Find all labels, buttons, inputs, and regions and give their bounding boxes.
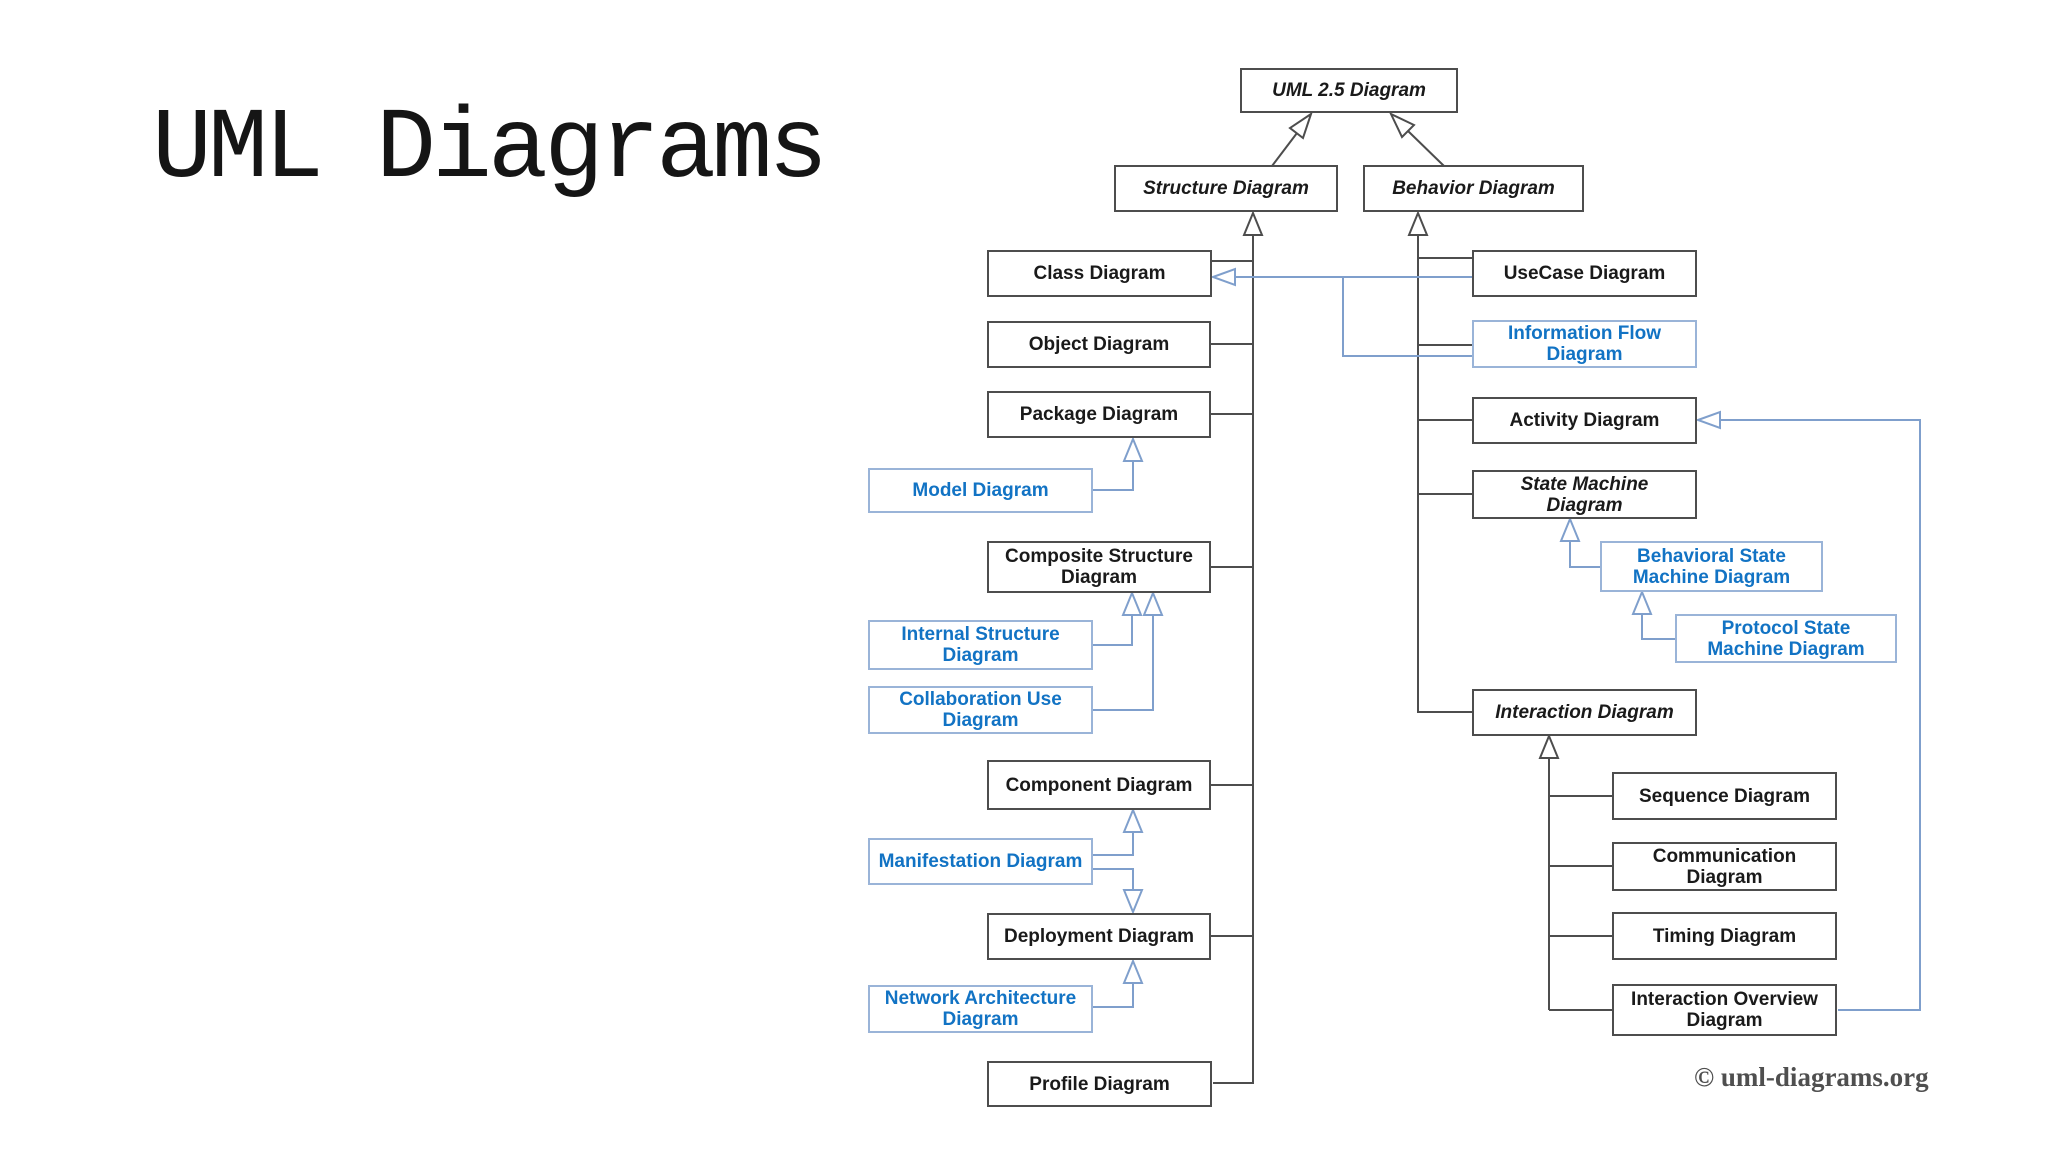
- node-timing-diagram: Timing Diagram: [1612, 912, 1837, 960]
- node-profile-diagram: Profile Diagram: [987, 1061, 1212, 1107]
- node-interaction-diagram: Interaction Diagram: [1472, 689, 1697, 736]
- node-communication-diagram: Communication Diagram: [1612, 842, 1837, 891]
- node-activity-diagram: Activity Diagram: [1472, 397, 1697, 444]
- node-uml25-diagram: UML 2.5 Diagram: [1240, 68, 1458, 113]
- node-deployment-diagram: Deployment Diagram: [987, 913, 1211, 960]
- node-network-architecture-diagram: Network Architecture Diagram: [868, 985, 1093, 1033]
- node-interaction-overview-diagram: Interaction Overview Diagram: [1612, 984, 1837, 1036]
- node-usecase-diagram: UseCase Diagram: [1472, 250, 1697, 297]
- node-behavior-diagram: Behavior Diagram: [1363, 165, 1584, 212]
- node-state-machine-diagram: State Machine Diagram: [1472, 470, 1697, 519]
- node-collaboration-use-diagram: Collaboration Use Diagram: [868, 686, 1093, 734]
- node-package-diagram: Package Diagram: [987, 391, 1211, 438]
- node-model-diagram: Model Diagram: [868, 468, 1093, 513]
- node-manifestation-diagram: Manifestation Diagram: [868, 838, 1093, 885]
- node-information-flow-diagram: Information Flow Diagram: [1472, 320, 1697, 368]
- node-component-diagram: Component Diagram: [987, 760, 1211, 810]
- node-class-diagram: Class Diagram: [987, 250, 1212, 297]
- node-sequence-diagram: Sequence Diagram: [1612, 772, 1837, 820]
- copyright-text: © uml-diagrams.org: [1694, 1062, 1929, 1092]
- node-protocol-state-machine-diagram: Protocol State Machine Diagram: [1675, 614, 1897, 663]
- node-internal-structure-diagram: Internal Structure Diagram: [868, 620, 1093, 670]
- node-object-diagram: Object Diagram: [987, 321, 1211, 368]
- page-title: UML Diagrams: [152, 94, 828, 207]
- node-structure-diagram: Structure Diagram: [1114, 165, 1338, 212]
- node-behavioral-state-machine-diagram: Behavioral State Machine Diagram: [1600, 541, 1823, 592]
- node-composite-structure-diagram: Composite Structure Diagram: [987, 541, 1211, 593]
